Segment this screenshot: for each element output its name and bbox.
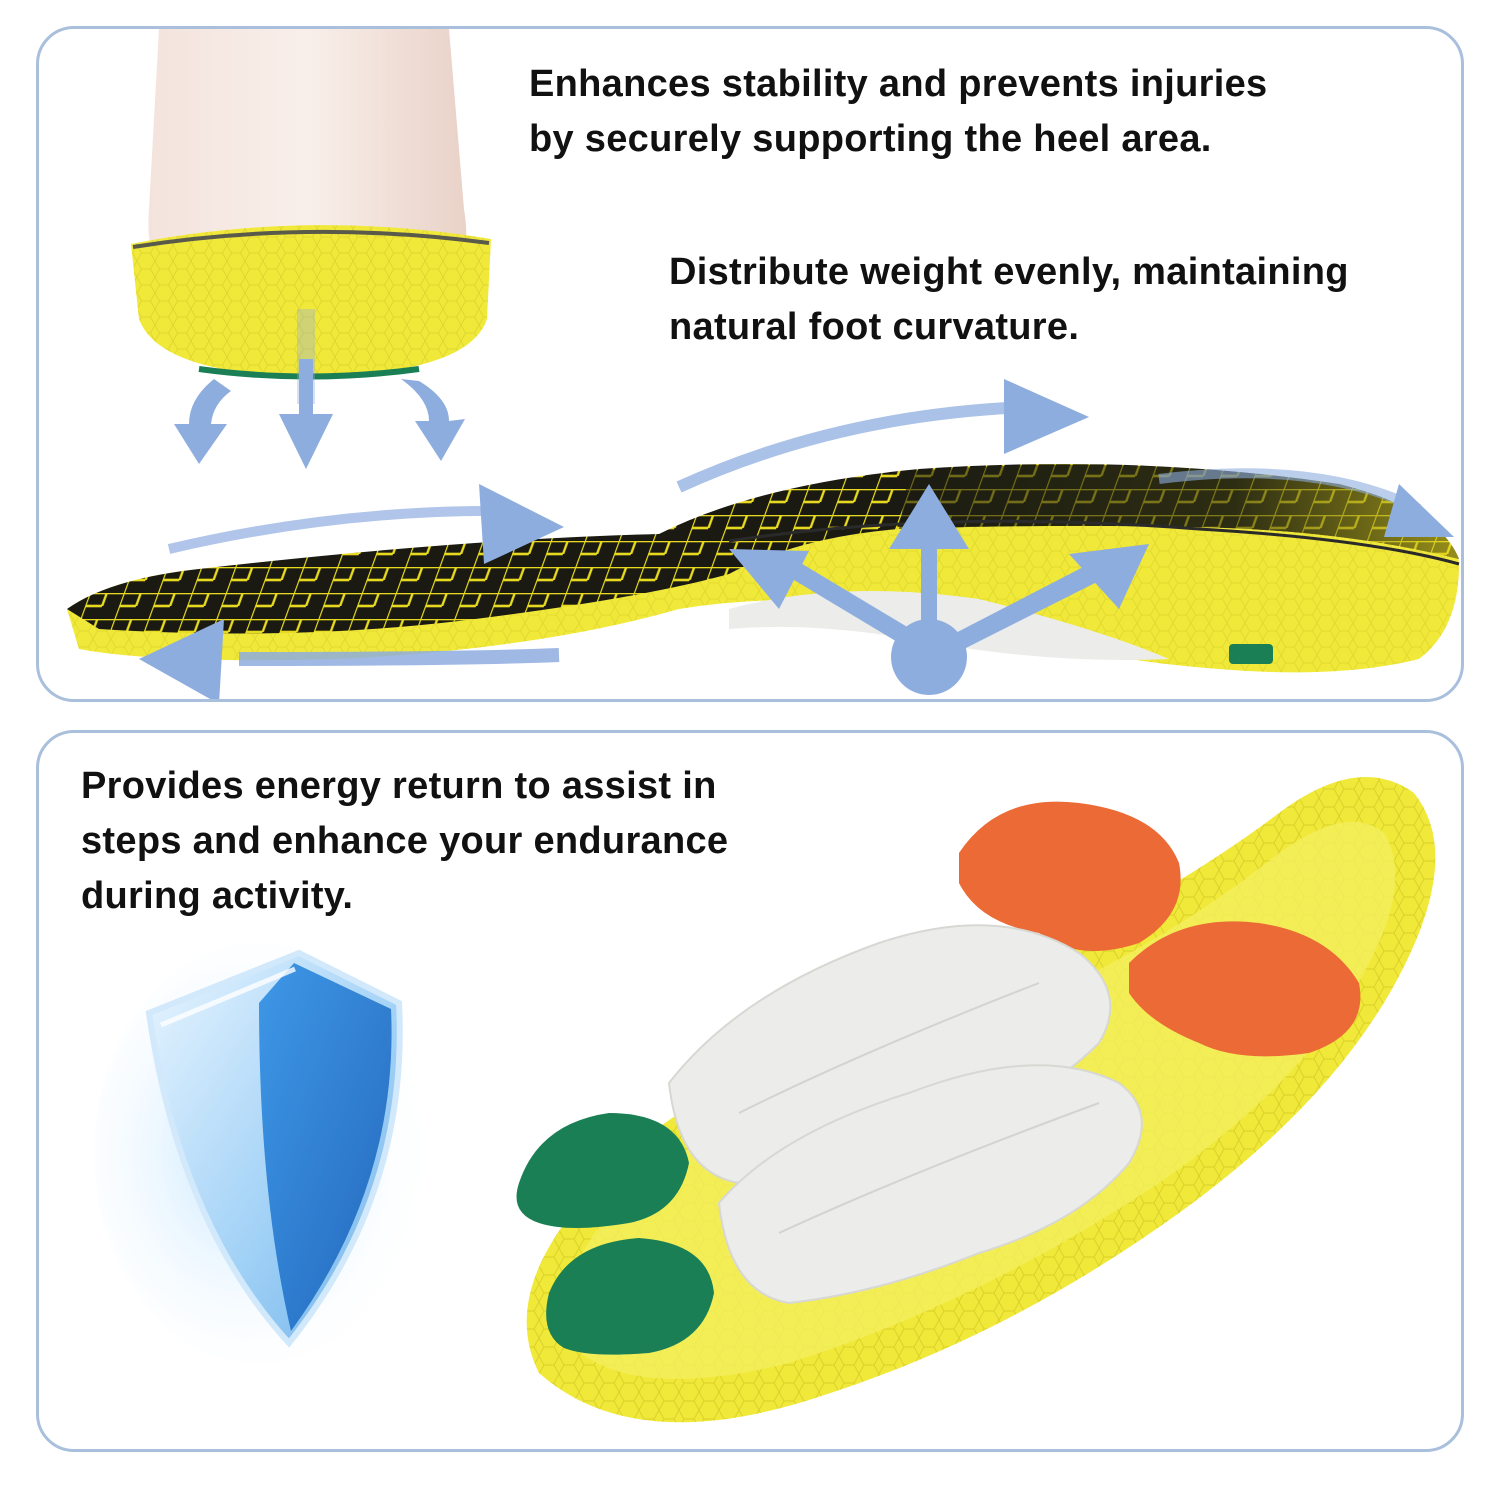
pad-metatarsal-orange: [1129, 921, 1361, 1057]
heel-pad-green-lower: [546, 1238, 714, 1355]
caption-energy-return: Provides energy return to assist in step…: [81, 765, 729, 917]
heel-cup-illustration: [131, 29, 491, 469]
shield-icon: [94, 943, 424, 1363]
weight-distribution-arrows-icon: [167, 401, 1422, 666]
insole-side-view: [67, 379, 1460, 699]
heel-pad-green-upper: [516, 1113, 689, 1228]
panel-energy-return: Provides energy return to assist in step…: [36, 730, 1464, 1452]
panel-arch-support: Enhances stability and prevents injuries…: [36, 26, 1464, 702]
caption-heel-support: Enhances stability and prevents injuries…: [529, 63, 1268, 160]
pad-forefoot-orange: [959, 801, 1181, 951]
insole-exploded-view: [516, 777, 1436, 1423]
arrow-heads-icon: [139, 379, 1454, 699]
caption-weight-distribution: Distribute weight evenly, maintaining na…: [669, 251, 1349, 348]
arch-shell-lower: [717, 1064, 1143, 1305]
heel-pad-side: [1229, 644, 1273, 664]
heel-force-arrows-icon: [174, 309, 465, 469]
heel-skin: [148, 29, 467, 279]
